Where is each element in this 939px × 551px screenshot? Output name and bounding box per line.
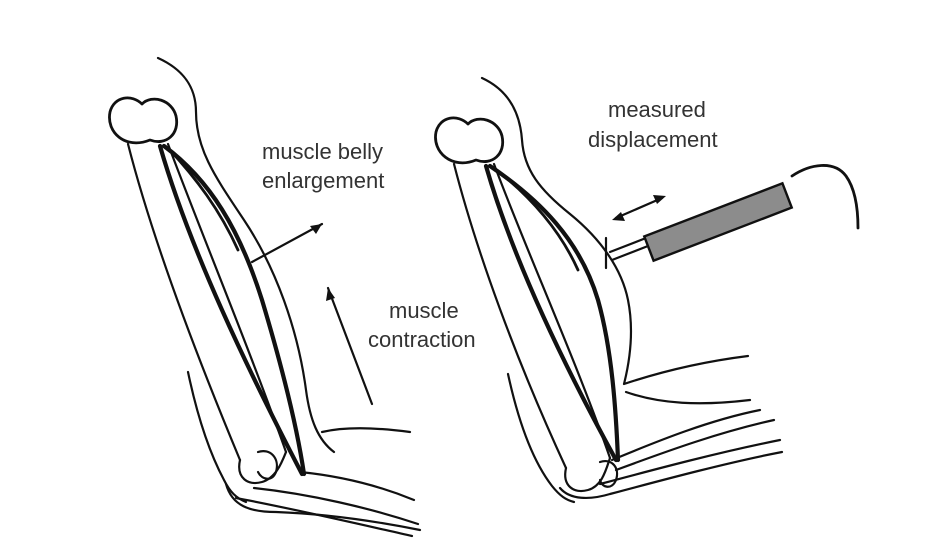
right-humerus-head (434, 116, 505, 165)
left-forearm-bottom (224, 482, 422, 532)
left-forearm-top (320, 427, 412, 434)
right-biceps-front (487, 163, 621, 463)
label-muscle-contraction-line2: contraction (368, 327, 476, 352)
left-arm-skin-front (156, 56, 336, 454)
left-biceps-front (161, 143, 307, 477)
probe-cable (790, 164, 860, 230)
left-forearm-line-1 (298, 470, 416, 502)
left-biceps-back (157, 143, 305, 477)
label-muscle-belly-line2: enlargement (262, 168, 384, 193)
right-biceps-inner (492, 166, 580, 272)
right-elbow-joint (564, 456, 612, 493)
left-elbow-joint (238, 450, 288, 485)
right-forearm-top (624, 390, 752, 405)
left-belly-arrow (250, 222, 324, 264)
label-muscle-contraction-line1: muscle (389, 298, 459, 323)
right-humerus-shaft-back (452, 162, 568, 470)
left-elbow-cap (256, 450, 278, 480)
right-forearm-line-2 (614, 418, 776, 472)
left-forearm-line-2 (252, 486, 420, 526)
left-arm-skin-back (186, 370, 248, 504)
right-arm-skin-back (506, 372, 576, 504)
right-forearm-line-1 (610, 408, 762, 462)
left-arm-figure (108, 56, 422, 538)
probe-body (642, 181, 794, 263)
label-measured-displacement-line2: displacement (588, 127, 718, 152)
label-measured-displacement-line1: measured (608, 97, 706, 122)
displacement-sensor-probe (604, 164, 860, 270)
right-biceps-back (483, 163, 619, 463)
left-humerus-shaft-back (126, 142, 242, 462)
left-humerus-head (108, 96, 179, 145)
right-arm-skin-front (480, 76, 750, 386)
right-arm-figure (434, 76, 860, 504)
left-contraction-arrow (326, 286, 374, 406)
right-forearm-bottom (558, 450, 784, 500)
label-muscle-belly-line1: muscle belly (262, 139, 383, 164)
right-forearm-line-3 (598, 438, 782, 486)
left-biceps-inner (166, 146, 240, 252)
displacement-arrow (612, 195, 666, 221)
left-forearm-line-3 (234, 496, 414, 538)
